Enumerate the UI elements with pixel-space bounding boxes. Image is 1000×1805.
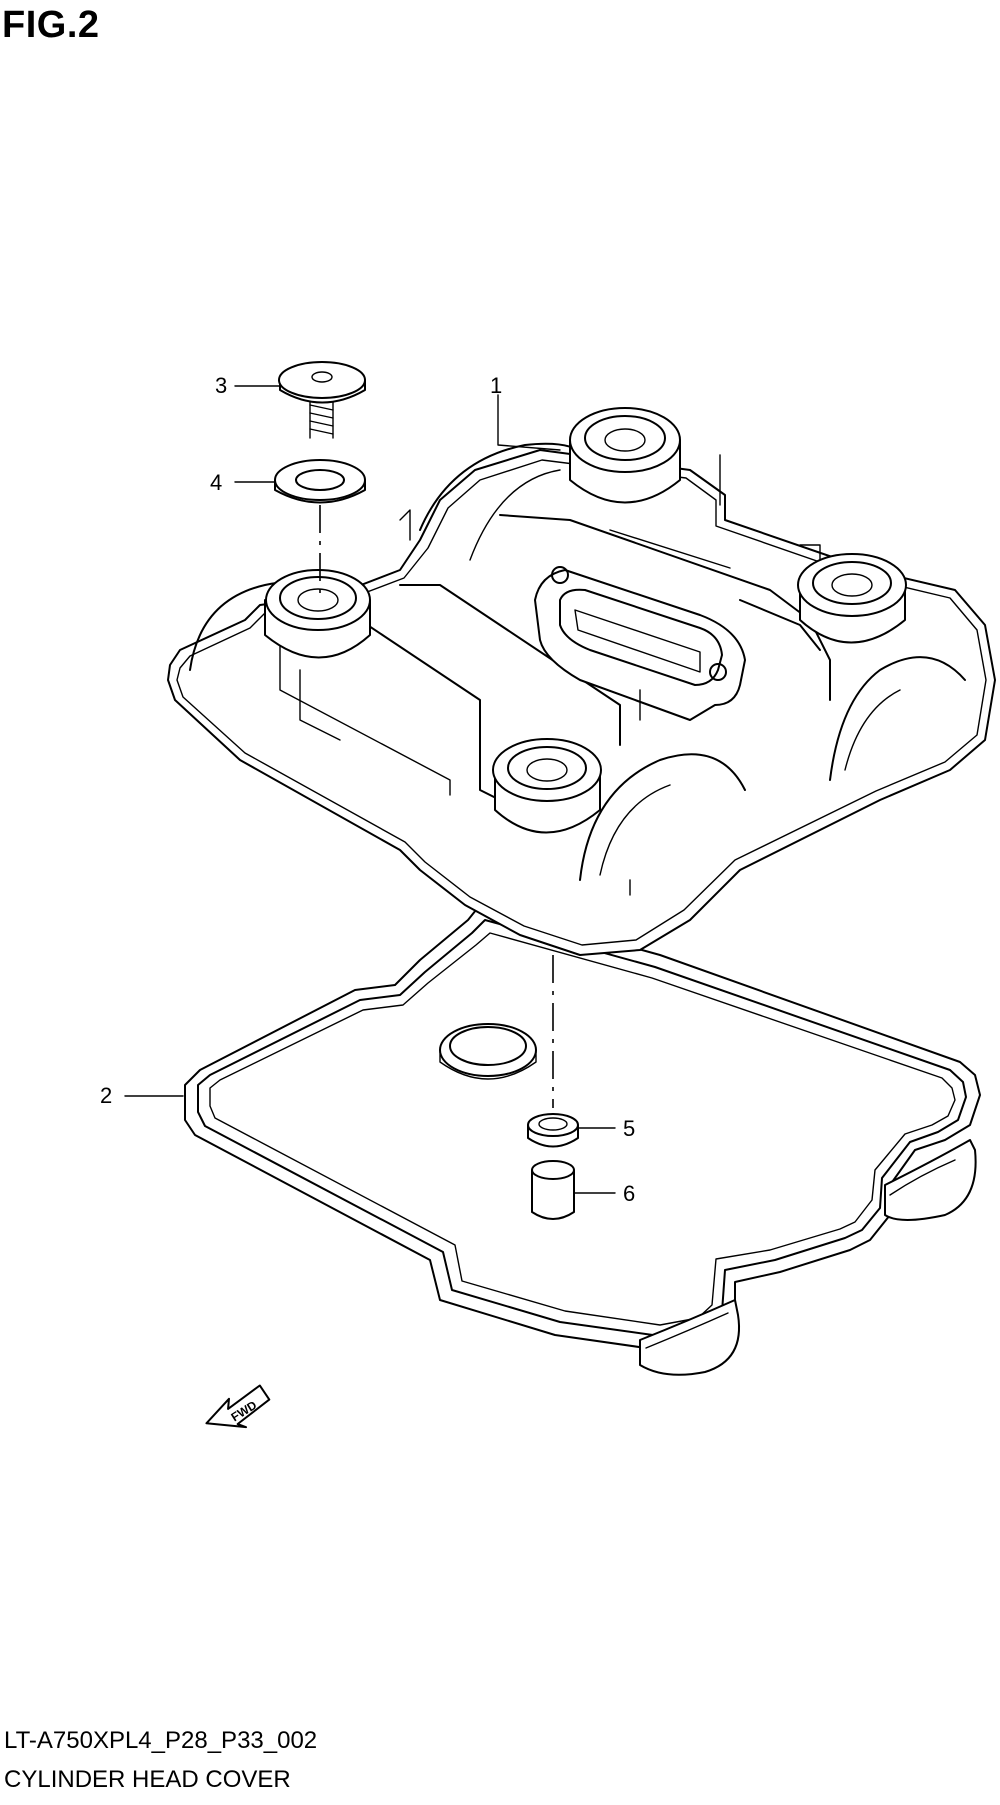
dowel-pin-part[interactable] <box>531 1160 575 1220</box>
gasket-part[interactable] <box>184 904 981 1376</box>
diagram-code: LT-A750XPL4_P28_P33_002 <box>4 1727 318 1754</box>
callout-3: 3 <box>215 373 227 398</box>
callout-2: 2 <box>100 1083 112 1108</box>
leader-line-1 <box>497 394 561 451</box>
seal-part[interactable] <box>527 1113 579 1148</box>
callout-6: 6 <box>623 1181 635 1206</box>
callout-5: 5 <box>623 1116 635 1141</box>
callout-1: 1 <box>490 373 502 398</box>
cylinder-head-cover-part[interactable] <box>167 407 996 956</box>
section-name: CYLINDER HEAD COVER <box>4 1766 291 1793</box>
bolt-part[interactable] <box>278 361 366 439</box>
fwd-arrow-icon: FWD <box>205 1384 271 1429</box>
callout-4: 4 <box>210 470 222 495</box>
figure-title: FIG.2 <box>2 4 100 46</box>
washer-part[interactable] <box>274 459 366 504</box>
